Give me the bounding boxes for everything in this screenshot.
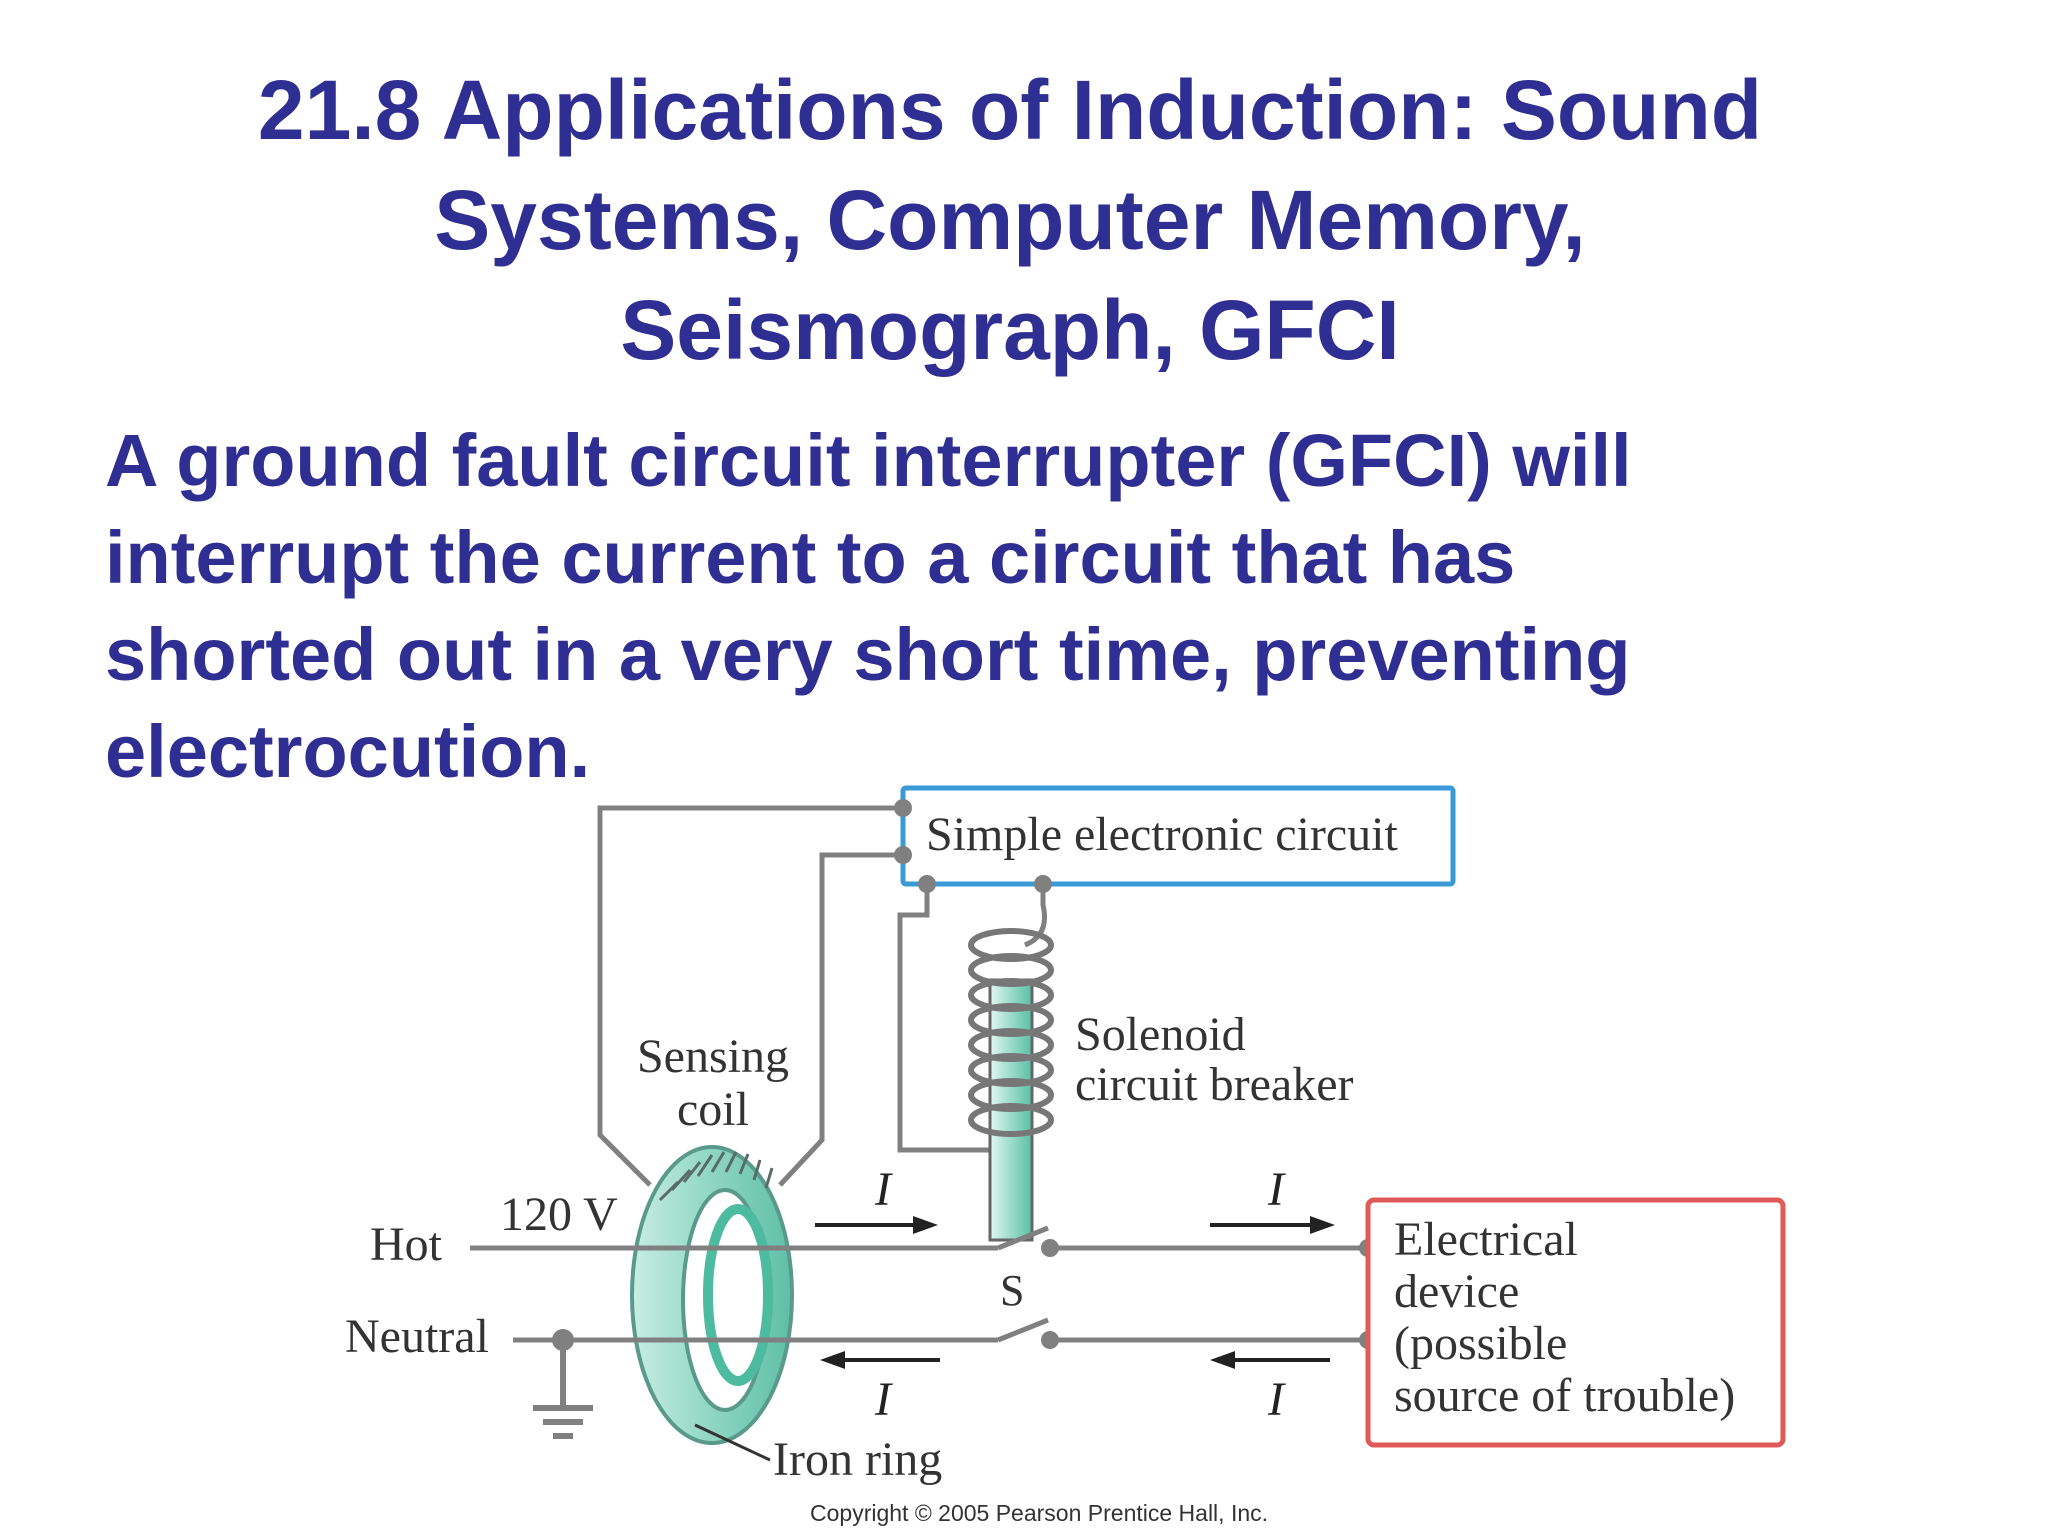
sensing-coil-label-line-1: Sensing — [637, 1030, 789, 1083]
electronic-circuit-label: Simple electronic circuit — [926, 808, 1398, 861]
current-arrow-left — [1210, 1351, 1330, 1369]
solenoid-leads — [897, 884, 1047, 1153]
device-label-line-3: (possible — [1394, 1317, 1567, 1370]
iron-ring — [630, 1145, 794, 1445]
current-arrow-right — [815, 1216, 938, 1234]
terminal-dot — [894, 846, 912, 864]
ground-icon — [533, 1340, 593, 1439]
sensing-coil-leads — [597, 805, 903, 1187]
device-label-line-1: Electrical — [1394, 1213, 1578, 1266]
neutral-label: Neutral — [345, 1310, 489, 1363]
slide-title: 21.8 Applications of Induction: Sound Sy… — [100, 55, 1920, 385]
terminal-dot — [894, 799, 912, 817]
current-label: I — [874, 1163, 893, 1216]
switch-label: S — [1000, 1266, 1024, 1315]
current-label: I — [874, 1373, 893, 1426]
current-label: I — [1267, 1373, 1286, 1426]
title-line-1: 21.8 Applications of Induction: Sound — [257, 63, 1763, 157]
body-line-3: shorted out in a very short time, preven… — [105, 613, 1631, 696]
title-line-3: Seismograph, GFCI — [620, 283, 1400, 377]
terminal-dot — [1034, 875, 1052, 893]
copyright-notice: Copyright © 2005 Pearson Prentice Hall, … — [810, 1500, 1269, 1526]
solenoid-label-line-1: Solenoid — [1075, 1008, 1246, 1061]
sensing-coil-winding — [658, 1151, 774, 1202]
current-label: I — [1267, 1163, 1286, 1216]
hot-label: Hot — [370, 1218, 443, 1271]
device-label-line-2: device — [1394, 1265, 1519, 1318]
switch-contact — [1041, 1239, 1059, 1257]
iron-ring-leader — [694, 1423, 771, 1462]
slide-body: A ground fault circuit interrupter (GFCI… — [105, 412, 1965, 800]
device-label-line-4: source of trouble) — [1394, 1369, 1735, 1422]
electronic-circuit-box — [900, 785, 1456, 887]
title-line-2: Systems, Computer Memory, — [434, 173, 1586, 267]
current-arrow-right — [1210, 1216, 1335, 1234]
current-arrow-left — [820, 1351, 940, 1369]
solenoid-winding — [968, 928, 1054, 1137]
electrical-device-box — [1365, 1197, 1786, 1448]
body-line-1: A ground fault circuit interrupter (GFCI… — [105, 419, 1632, 502]
terminal-dot — [918, 875, 936, 893]
voltage-label: 120 V — [500, 1188, 618, 1241]
body-line-4: electrocution. — [105, 710, 591, 793]
sensing-coil-label-line-2: coil — [677, 1083, 749, 1136]
body-line-2: interrupt the current to a circuit that … — [105, 516, 1516, 599]
solenoid-label-line-2: circuit breaker — [1075, 1058, 1354, 1111]
switch-contact — [1041, 1331, 1059, 1349]
iron-ring-label: Iron ring — [773, 1433, 942, 1486]
